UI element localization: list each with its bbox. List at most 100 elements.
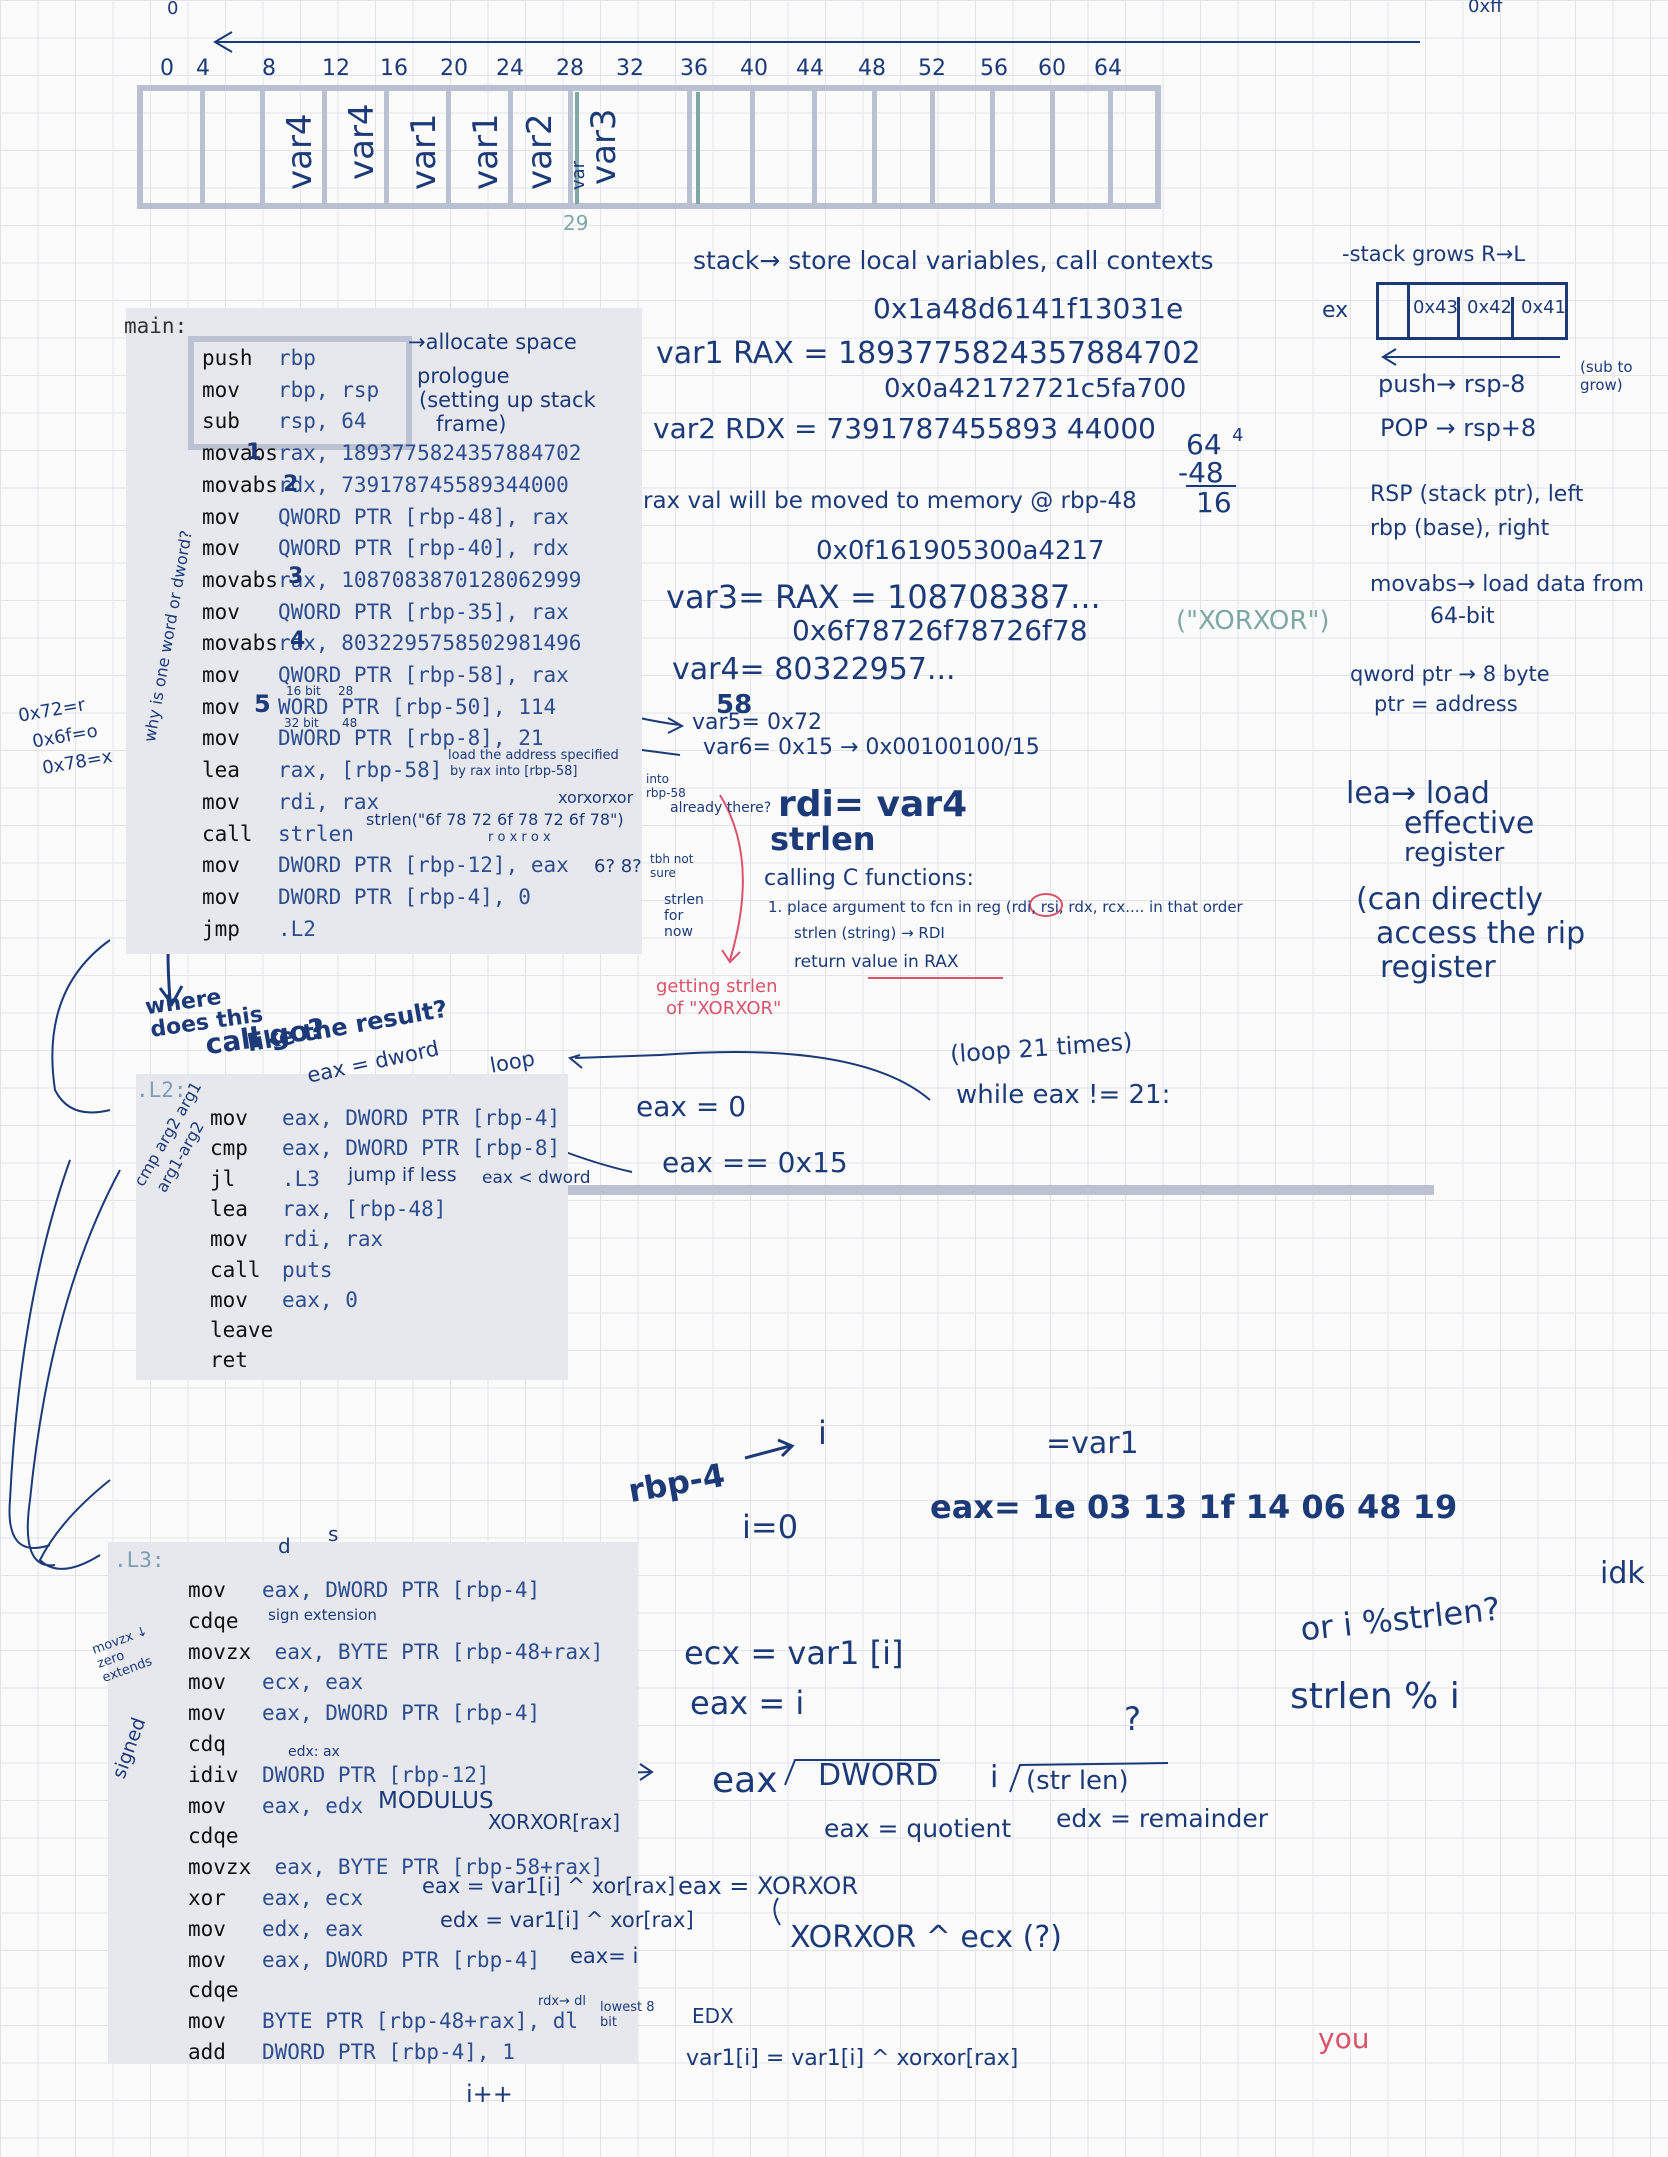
code-opcode: mov bbox=[202, 853, 240, 878]
note-calling-c: calling C functions: bbox=[764, 866, 974, 891]
note-strlen-letters: r o x r o x bbox=[488, 830, 551, 845]
stack-tick: 16 bbox=[380, 56, 408, 81]
code-operands: rax, 8032295758502981496 bbox=[278, 631, 582, 656]
code-opcode: mov bbox=[188, 1916, 226, 1941]
note-lea1: lea→ load bbox=[1346, 776, 1490, 811]
code-operands: eax, BYTE PTR [rbp-58+rax] bbox=[262, 1855, 604, 1880]
note-qmark: ? bbox=[1124, 1700, 1141, 1738]
note-eax-i: eax= i bbox=[570, 1944, 639, 1968]
note-into: into bbox=[646, 772, 669, 786]
note-xorxor: ("XORXOR") bbox=[1176, 606, 1330, 636]
code-opcode: lea bbox=[210, 1196, 248, 1221]
note-already: already there? bbox=[670, 800, 772, 816]
code-operands: WORD PTR [rbp-50], 114 bbox=[278, 694, 557, 719]
note-edx-label: EDX bbox=[692, 2004, 734, 2028]
note-rdx-dl: rdx→ dl bbox=[538, 1994, 586, 2009]
note-i0: i=0 bbox=[742, 1508, 799, 1546]
example-cell-42: 0x42 bbox=[1467, 297, 1514, 337]
note-ipp: i++ bbox=[466, 2080, 513, 2108]
note-eax-eq: eax == 0x15 bbox=[662, 1146, 848, 1179]
code-opcode: movabs bbox=[202, 567, 278, 592]
code-opcode: mov bbox=[188, 1947, 226, 1972]
code-operands: .L3 bbox=[282, 1166, 320, 1191]
stack-var1-a: var1 bbox=[404, 113, 444, 190]
note-rbp: rbp (base), right bbox=[1370, 516, 1550, 541]
note-sub-48: -48 bbox=[1178, 456, 1224, 489]
note-stack-grows: -stack grows R→L bbox=[1342, 242, 1526, 266]
code-opcode: sub bbox=[202, 409, 240, 434]
note-div-dword: DWORD bbox=[818, 1758, 939, 1793]
code-operands: rdi, rax bbox=[282, 1227, 384, 1252]
note-quotient: eax = quotient bbox=[824, 1814, 1012, 1843]
note-ascii2: 0x6f=o bbox=[30, 720, 100, 753]
code-opcode: mov bbox=[188, 1701, 226, 1726]
note-load-addr2: by rax into [rbp-58] bbox=[450, 764, 578, 779]
note-load-addr: load the address specified bbox=[448, 748, 619, 763]
stack-tick: 24 bbox=[496, 56, 524, 81]
stack-var1-b: var1 bbox=[466, 113, 506, 190]
code-operands: QWORD PTR [rbp-35], rax bbox=[278, 599, 569, 624]
code-opcode: mov bbox=[210, 1106, 248, 1130]
code-operands: rax, [rbp-58] bbox=[278, 758, 443, 783]
note-rbp58: rbp-58 bbox=[646, 786, 686, 800]
code-operands: eax, edx bbox=[262, 1793, 364, 1818]
note-strlen-rdi: strlen (string) → RDI bbox=[794, 924, 945, 942]
code-operands: rbp, rsp bbox=[278, 377, 380, 402]
note-ex: ex bbox=[1322, 298, 1349, 323]
example-cell-41: 0x41 bbox=[1521, 297, 1567, 318]
code-opcode: xor bbox=[188, 1886, 226, 1910]
note-hex2: 0x0a42172721c5fa700 bbox=[884, 374, 1187, 404]
code-operands: eax, DWORD PTR [rbp-4] bbox=[282, 1106, 561, 1130]
note-var5: var5= 0x72 bbox=[692, 710, 822, 735]
code-opcode: jl bbox=[210, 1166, 236, 1191]
stack-tick: 4 bbox=[196, 56, 210, 81]
note-eax0: eax = 0 bbox=[636, 1090, 747, 1123]
l3-label: .L3: bbox=[114, 1548, 165, 1572]
note-pop: POP → rsp+8 bbox=[1380, 414, 1537, 442]
stack-tick: 8 bbox=[262, 56, 276, 81]
note-while: while eax != 21: bbox=[956, 1080, 1171, 1110]
code-opcode: push bbox=[202, 346, 253, 370]
code-operands: puts bbox=[282, 1257, 333, 1282]
note-qword: qword ptr → 8 byte bbox=[1350, 662, 1550, 686]
code-operands: QWORD PTR [rbp-48], rax bbox=[278, 504, 569, 529]
code-operands: ecx, eax bbox=[262, 1670, 364, 1695]
note-var3: var3= RAX = 108708387... bbox=[666, 578, 1101, 616]
code-operands: strlen bbox=[278, 821, 354, 846]
note-allocate: →allocate space bbox=[408, 330, 577, 354]
note-loop: loop bbox=[488, 1046, 537, 1078]
note-num5: 5 bbox=[254, 690, 271, 718]
code-opcode: mov bbox=[210, 1287, 248, 1312]
code-opcode: idiv bbox=[188, 1762, 239, 1787]
note-rbp4: rbp-4 bbox=[625, 1455, 728, 1511]
code-operands: rax, [rbp-48] bbox=[282, 1196, 447, 1221]
note-eax-bytes: eax= 1e 03 13 1f 14 06 48 19 bbox=[930, 1488, 1458, 1526]
note-32bit: 32 bit bbox=[284, 716, 319, 730]
code-opcode: mov bbox=[188, 1578, 226, 1602]
note-s: s bbox=[328, 1522, 339, 1546]
note-setting-up: (setting up stack bbox=[419, 388, 596, 412]
note-ascii1: 0x72=r bbox=[16, 694, 87, 727]
note-ascii3: 0x78=x bbox=[40, 746, 115, 779]
code-operands: DWORD PTR [rbp-12] bbox=[262, 1762, 490, 1787]
code-operands: QWORD PTR [rbp-58], rax bbox=[278, 663, 569, 687]
code-operands: rdx, 739178745589344000 bbox=[278, 472, 569, 497]
stack-tick: 48 bbox=[858, 56, 886, 81]
note-hex4: 0x6f78726f78726f78 bbox=[792, 614, 1088, 647]
code-opcode: call bbox=[202, 821, 253, 846]
stack-tick: 56 bbox=[980, 56, 1008, 81]
stack-marker-29: 29 bbox=[563, 211, 589, 235]
note-xorxor-rax: XORXOR[rax] bbox=[488, 1810, 621, 1834]
note-idk: idk bbox=[1600, 1556, 1645, 1591]
code-operands: edx, eax bbox=[262, 1916, 364, 1941]
note-strlen-call: strlen("6f 78 72 6f 78 72 6f 78") bbox=[366, 810, 624, 829]
note-loop21: (loop 21 times) bbox=[949, 1027, 1134, 1069]
stack-tick: 28 bbox=[556, 56, 584, 81]
note-sub-16: 16 bbox=[1196, 486, 1232, 519]
note-movabs: movabs→ load data from bbox=[1370, 572, 1645, 597]
note-eax-eq-i: eax = i bbox=[690, 1684, 805, 1722]
note-28: 28 bbox=[338, 684, 354, 698]
note-div-strlen: (str len) bbox=[1026, 1766, 1129, 1796]
prologue-highlight bbox=[188, 336, 412, 450]
stack-tick: 12 bbox=[322, 56, 350, 81]
